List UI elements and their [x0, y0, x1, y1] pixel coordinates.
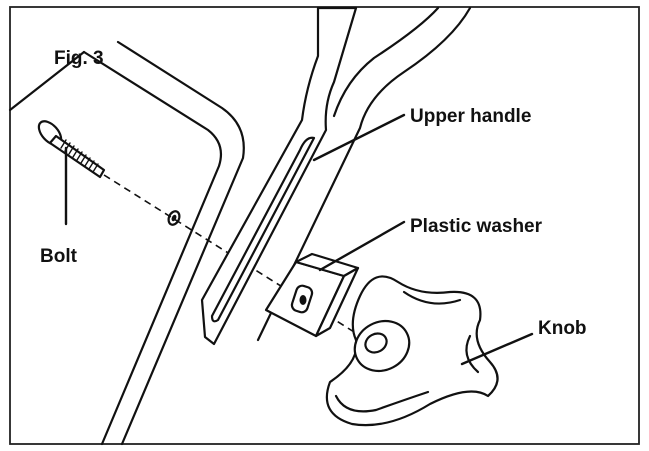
- upper-handle: [200, 6, 472, 346]
- lower-handle-frame: [8, 40, 245, 446]
- leader-plastic-washer: [318, 220, 406, 272]
- label-knob: Knob: [538, 318, 587, 339]
- label-bolt: Bolt: [40, 246, 78, 267]
- label-plastic-washer: Plastic washer: [410, 216, 543, 237]
- plastic-washer: [264, 252, 360, 338]
- knob: [325, 275, 499, 427]
- knob-bore: [364, 332, 388, 354]
- leader-upper-handle: [312, 113, 406, 162]
- label-upper-handle: Upper handle: [410, 106, 531, 127]
- figure-title: Fig. 3: [54, 48, 104, 69]
- leader-knob: [460, 332, 534, 366]
- bolt: [37, 120, 106, 179]
- upper-handle-slot: [210, 136, 316, 323]
